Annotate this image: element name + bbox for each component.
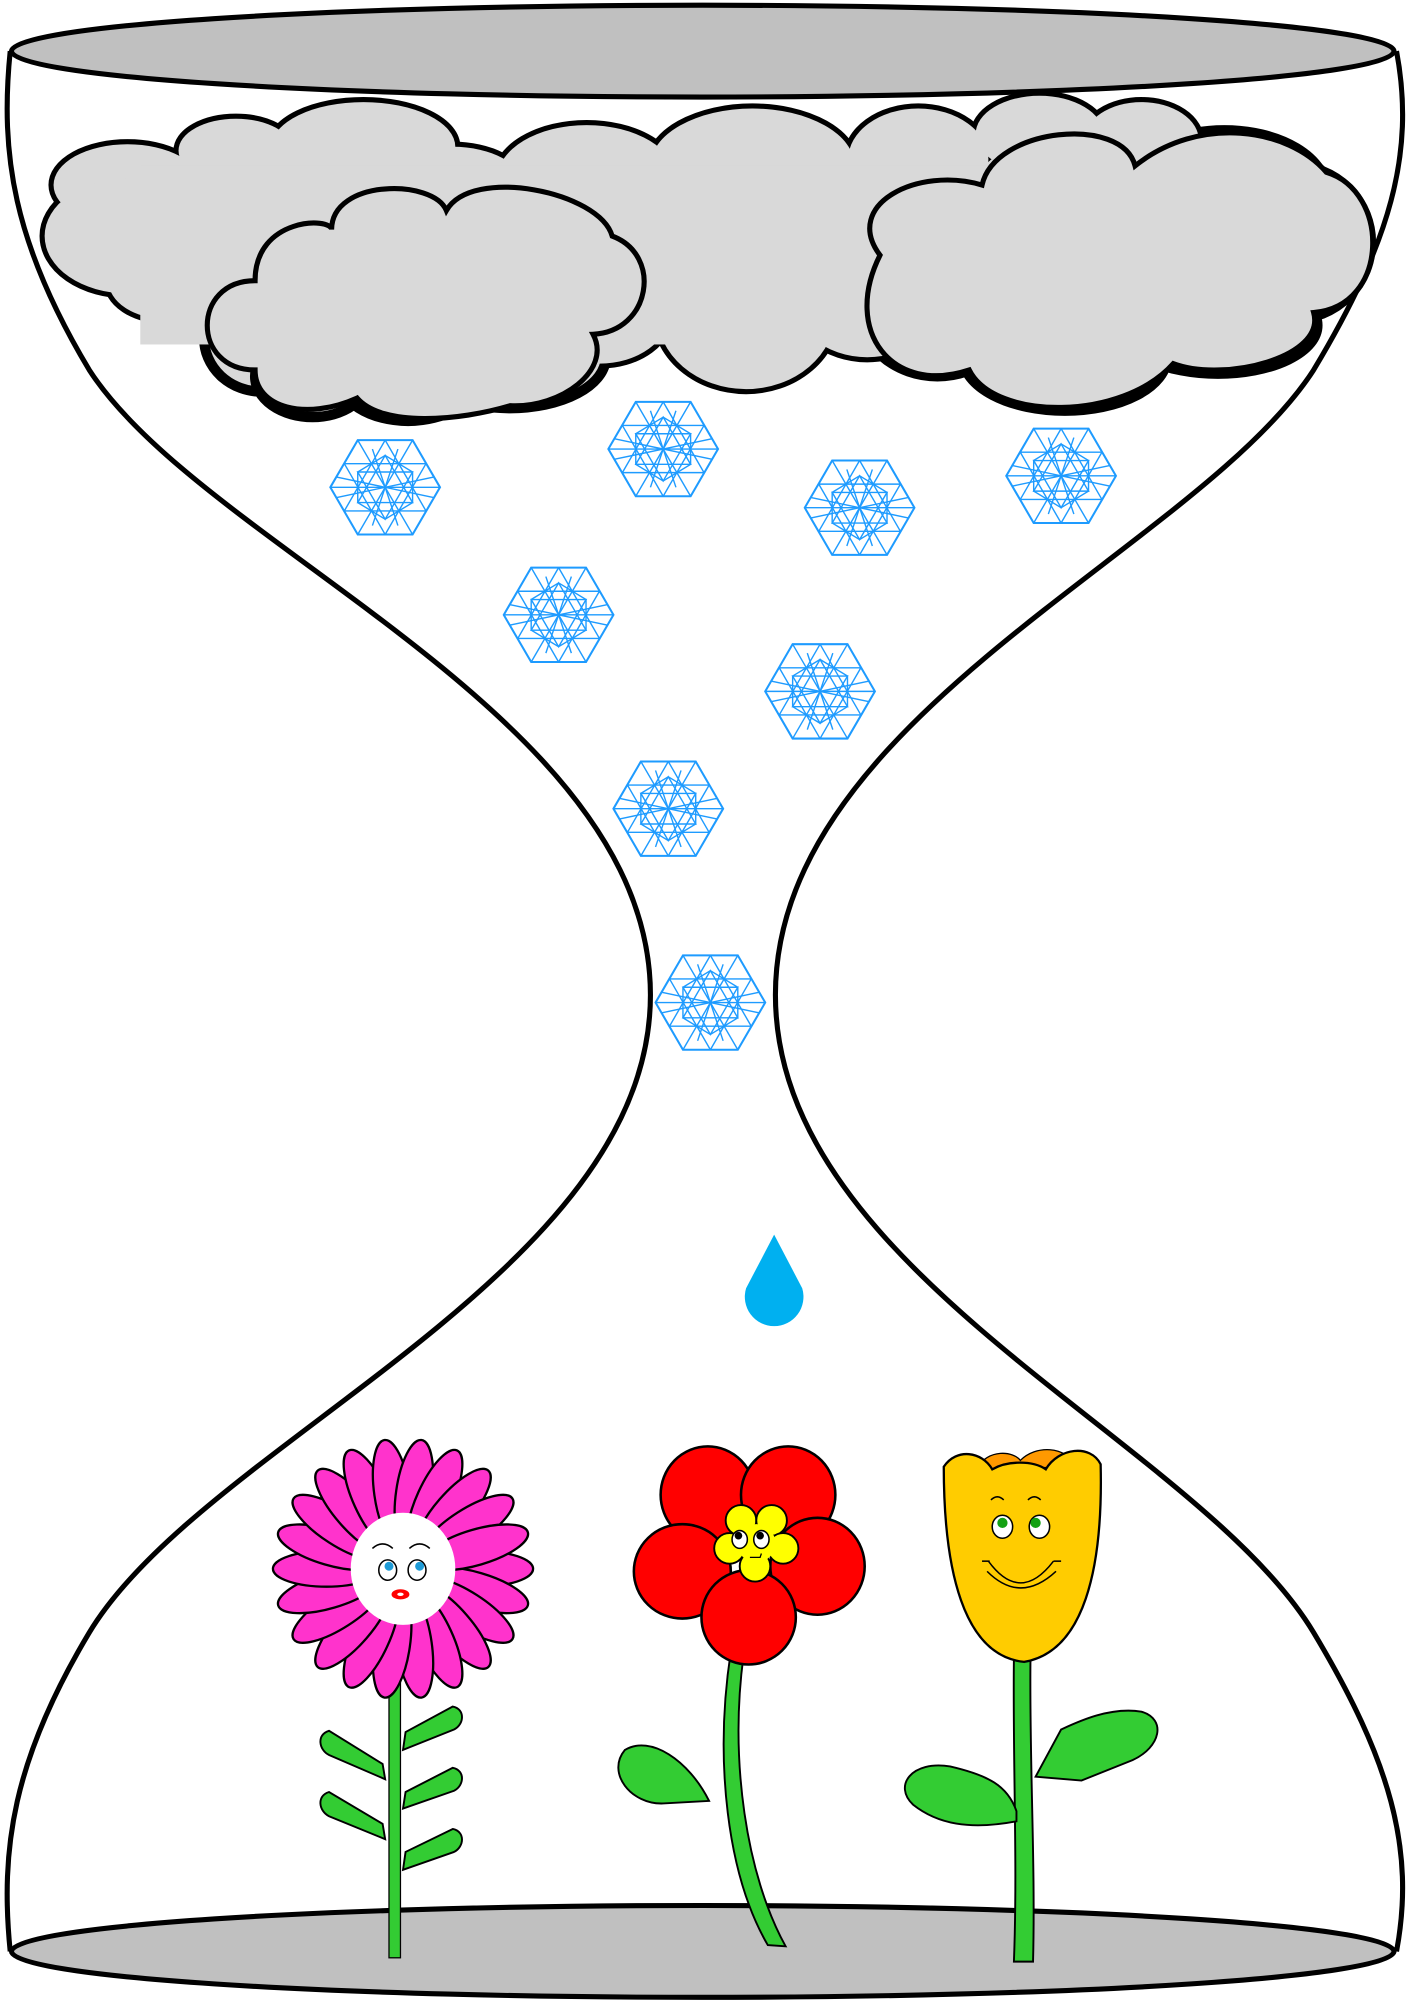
red-flower-center [713,1504,800,1583]
yellow-tulip-flower [903,1448,1159,1963]
clouds [39,90,1377,427]
snowflake-icon [502,566,615,664]
snowflake-icon [1005,427,1117,525]
hourglass-bottom-cap [8,1902,1397,2000]
snowflake-icon [803,459,916,556]
snowflake-icon [764,643,876,740]
snowflake-icon [612,760,725,857]
snowflake-icon [607,400,720,498]
red-flower [617,1445,866,1948]
snowflake-icon [329,439,442,536]
snowflake-icon [654,954,767,1051]
snowflakes [329,400,1117,1051]
hourglass-glass [4,50,1406,1952]
hourglass-top-cap [8,2,1397,100]
daisy-face [350,1512,456,1625]
pink-daisy-flower [271,1438,535,1959]
water-drop-icon [744,1234,804,1327]
